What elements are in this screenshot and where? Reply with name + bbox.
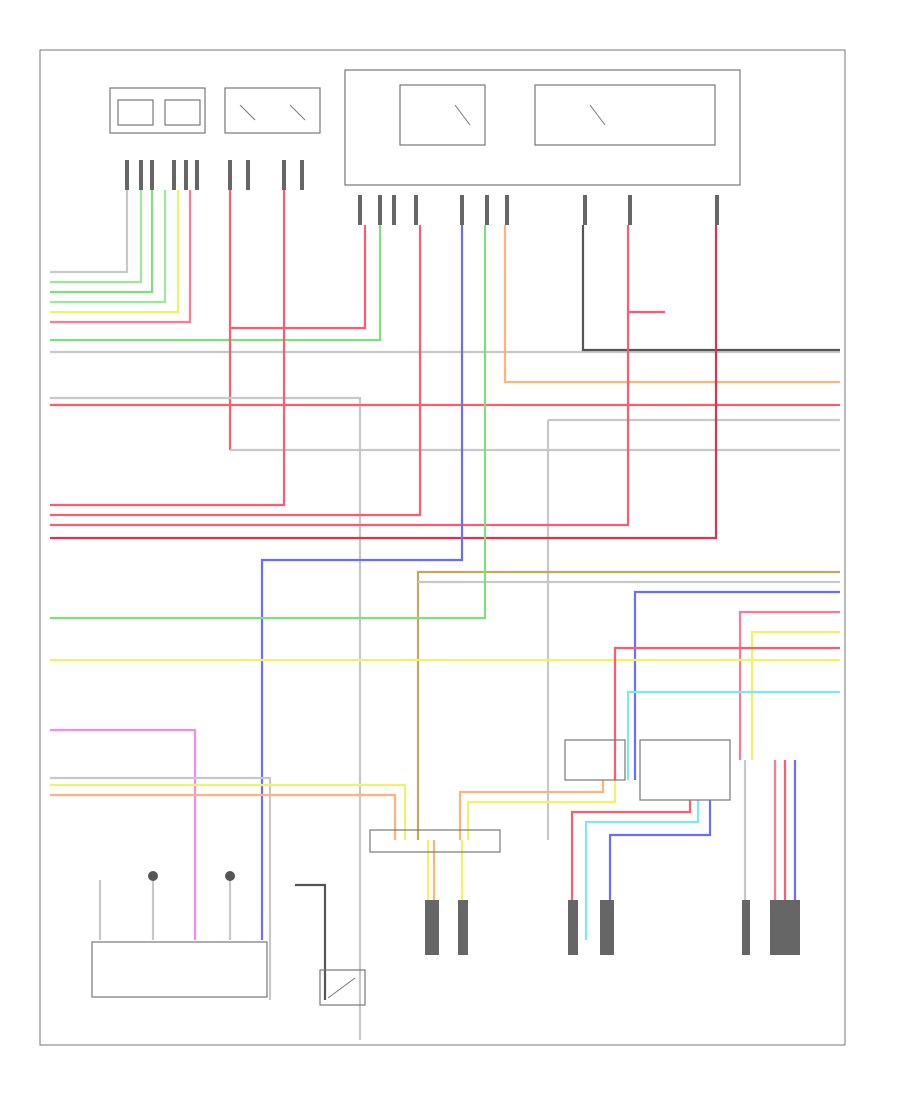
top-connector-pins bbox=[125, 160, 719, 225]
wire-yellow-1 bbox=[50, 190, 180, 314]
bottom-sensor-1 bbox=[425, 900, 468, 955]
wire-yellow-5 bbox=[466, 780, 617, 840]
wire-gray-9 bbox=[50, 776, 272, 1000]
diagram-frame bbox=[39, 49, 846, 1046]
wire-green-5 bbox=[50, 225, 487, 620]
wire-blue-2 bbox=[633, 590, 840, 780]
relay-box bbox=[344, 69, 741, 186]
wire-gray-4 bbox=[581, 225, 840, 352]
wire-orange-2 bbox=[50, 793, 397, 840]
wire-green-3 bbox=[50, 190, 167, 304]
wire-magenta-1 bbox=[50, 728, 197, 940]
wire-blue-1 bbox=[260, 225, 464, 940]
wire-olive-1 bbox=[416, 570, 840, 840]
wire-red-6 bbox=[50, 225, 422, 517]
wire-red-4 bbox=[626, 225, 665, 314]
mid-connector-block bbox=[369, 829, 501, 853]
wire-orange-3 bbox=[458, 780, 605, 840]
wire-pink-1 bbox=[50, 190, 192, 324]
wire-red-8 bbox=[613, 646, 840, 780]
top-left-sensor-module bbox=[109, 87, 206, 134]
wire-green-4 bbox=[50, 225, 382, 342]
wire-green-2 bbox=[50, 190, 154, 294]
wire-red-1 bbox=[228, 190, 367, 330]
wire-red-5 bbox=[50, 190, 286, 507]
wire-gray-10 bbox=[295, 883, 327, 1000]
wire-orange-1 bbox=[503, 225, 840, 384]
wire-yellow-4 bbox=[50, 783, 407, 840]
wire-cyan-1 bbox=[626, 690, 840, 780]
bottom-sensor-2 bbox=[568, 900, 614, 955]
wire-cyan-2 bbox=[584, 800, 700, 940]
wire-pink-2 bbox=[738, 610, 840, 760]
top-switch-module bbox=[224, 87, 321, 134]
bottom-sensor-3 bbox=[742, 900, 800, 955]
wire-red-9 bbox=[570, 800, 692, 940]
wire-gray-1 bbox=[50, 190, 129, 274]
wire-darkred-1 bbox=[50, 225, 718, 540]
wire-gray-3 bbox=[50, 396, 362, 1040]
fuel-tank-assembly bbox=[91, 871, 268, 998]
wires bbox=[50, 190, 840, 1040]
bottom-switch bbox=[319, 969, 366, 1006]
wire-green-1 bbox=[50, 190, 143, 284]
wire-blue-3 bbox=[608, 800, 712, 940]
wire-red-7 bbox=[50, 312, 630, 527]
wire-yellow-2 bbox=[750, 630, 840, 760]
right-connector-block-1 bbox=[564, 739, 731, 801]
